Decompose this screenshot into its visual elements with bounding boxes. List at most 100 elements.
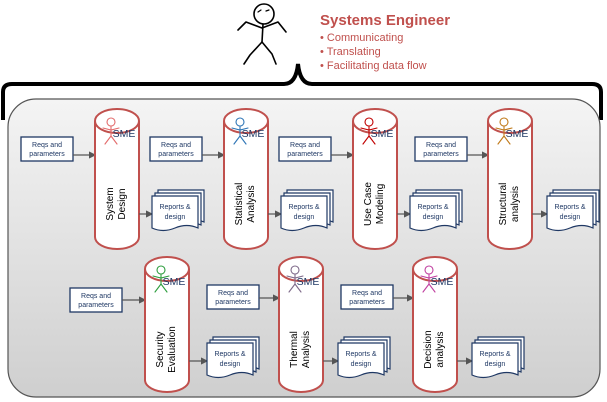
stage-name: Modeling xyxy=(375,184,386,225)
cylinder-body xyxy=(352,121,398,250)
sme-figure-icon xyxy=(420,265,438,293)
input-box: Reqs and parameters xyxy=(278,136,332,162)
input-label: parameters xyxy=(349,299,385,306)
input-box-frame xyxy=(340,284,394,310)
figure-body xyxy=(495,125,513,145)
input-box-frame xyxy=(414,136,468,162)
figure-body xyxy=(231,125,249,145)
output-label: design xyxy=(220,361,241,368)
output-label: design xyxy=(294,214,315,221)
input-label: parameters xyxy=(423,151,459,158)
systems-engineer-figure xyxy=(237,3,287,65)
cylinder-top xyxy=(278,256,324,282)
stage-name: Design xyxy=(117,188,128,219)
figure-body xyxy=(152,273,170,293)
input-label: Reqs and xyxy=(290,142,320,149)
sme-figure-icon xyxy=(495,117,513,145)
cylinder-body xyxy=(94,121,140,250)
output-label: Reports & xyxy=(288,204,319,211)
report-page xyxy=(409,195,457,232)
reports-document-icon: Reports &design xyxy=(471,336,525,379)
header-title: Systems Engineer xyxy=(320,12,450,29)
output-label: design xyxy=(485,361,506,368)
input-label: Reqs and xyxy=(218,290,248,297)
figure-body xyxy=(102,125,120,145)
stage-name: System xyxy=(105,187,116,220)
header-bullet: • Communicating xyxy=(320,32,403,44)
sme-label: SME xyxy=(163,276,186,288)
cylinder-top xyxy=(223,108,269,134)
input-label: Reqs and xyxy=(426,142,456,149)
input-box: Reqs and parameters xyxy=(340,284,394,310)
header-bullet: • Translating xyxy=(320,46,381,58)
group-brace xyxy=(0,63,603,120)
report-page xyxy=(280,195,328,232)
cylinder-top xyxy=(94,108,140,134)
input-label: Reqs and xyxy=(352,290,382,297)
stage-name: analysis xyxy=(510,186,521,222)
sme-figure-icon xyxy=(102,117,120,145)
sme-label: SME xyxy=(113,128,136,140)
output-label: design xyxy=(560,214,581,221)
sme-figure-icon xyxy=(152,265,170,293)
stage-name: Thermal xyxy=(289,331,300,368)
input-box: Reqs and parameters xyxy=(206,284,260,310)
input-label: parameters xyxy=(158,151,194,158)
input-box-frame xyxy=(278,136,332,162)
output-label: design xyxy=(351,361,372,368)
reports-document-icon: Reports &design xyxy=(546,189,600,232)
cylinder-body xyxy=(487,121,533,250)
sme-label: SME xyxy=(371,128,394,140)
stage-name: Security xyxy=(155,331,166,367)
reports-document-icon: Reports & design xyxy=(337,336,391,379)
stage-name: Decision xyxy=(423,330,434,368)
output-label: design xyxy=(165,214,186,221)
input-label: Reqs and xyxy=(32,142,62,149)
reports-document-icon: Reports &design xyxy=(409,189,463,232)
output-label: Reports & xyxy=(345,351,376,358)
input-label: Reqs and xyxy=(161,142,191,149)
stage-name: Use Case xyxy=(363,182,374,226)
input-box-frame xyxy=(149,136,203,162)
cylinder-body xyxy=(144,269,190,393)
cylinder-body xyxy=(223,121,269,250)
cylinder-top xyxy=(144,256,190,282)
cylinder-top xyxy=(412,256,458,282)
stage-name: Analysis xyxy=(246,185,257,222)
input-box: Reqs and parameters xyxy=(414,136,468,162)
report-page xyxy=(546,195,594,232)
cylinder-top xyxy=(352,108,398,134)
output-label: design xyxy=(423,214,444,221)
reports-document-icon: Reports &design xyxy=(206,336,260,379)
sme-figure-icon xyxy=(286,265,304,293)
cylinder-top xyxy=(487,108,533,134)
input-label: parameters xyxy=(215,299,251,306)
figure-body xyxy=(420,273,438,293)
header-bullet: • Facilitating data flow xyxy=(320,60,427,72)
reports-document-icon: Reports & design xyxy=(151,189,205,232)
input-label: Reqs and xyxy=(81,293,111,300)
output-label: Reports & xyxy=(159,204,190,211)
input-box-frame xyxy=(20,136,74,162)
reports-document-icon: Reports & design xyxy=(280,189,334,232)
sme-label: SME xyxy=(242,128,265,140)
report-page xyxy=(337,342,385,379)
input-label: parameters xyxy=(287,151,323,158)
sme-figure-icon xyxy=(231,117,249,145)
report-page xyxy=(206,342,254,379)
report-page xyxy=(471,342,519,379)
input-label: parameters xyxy=(78,302,114,309)
